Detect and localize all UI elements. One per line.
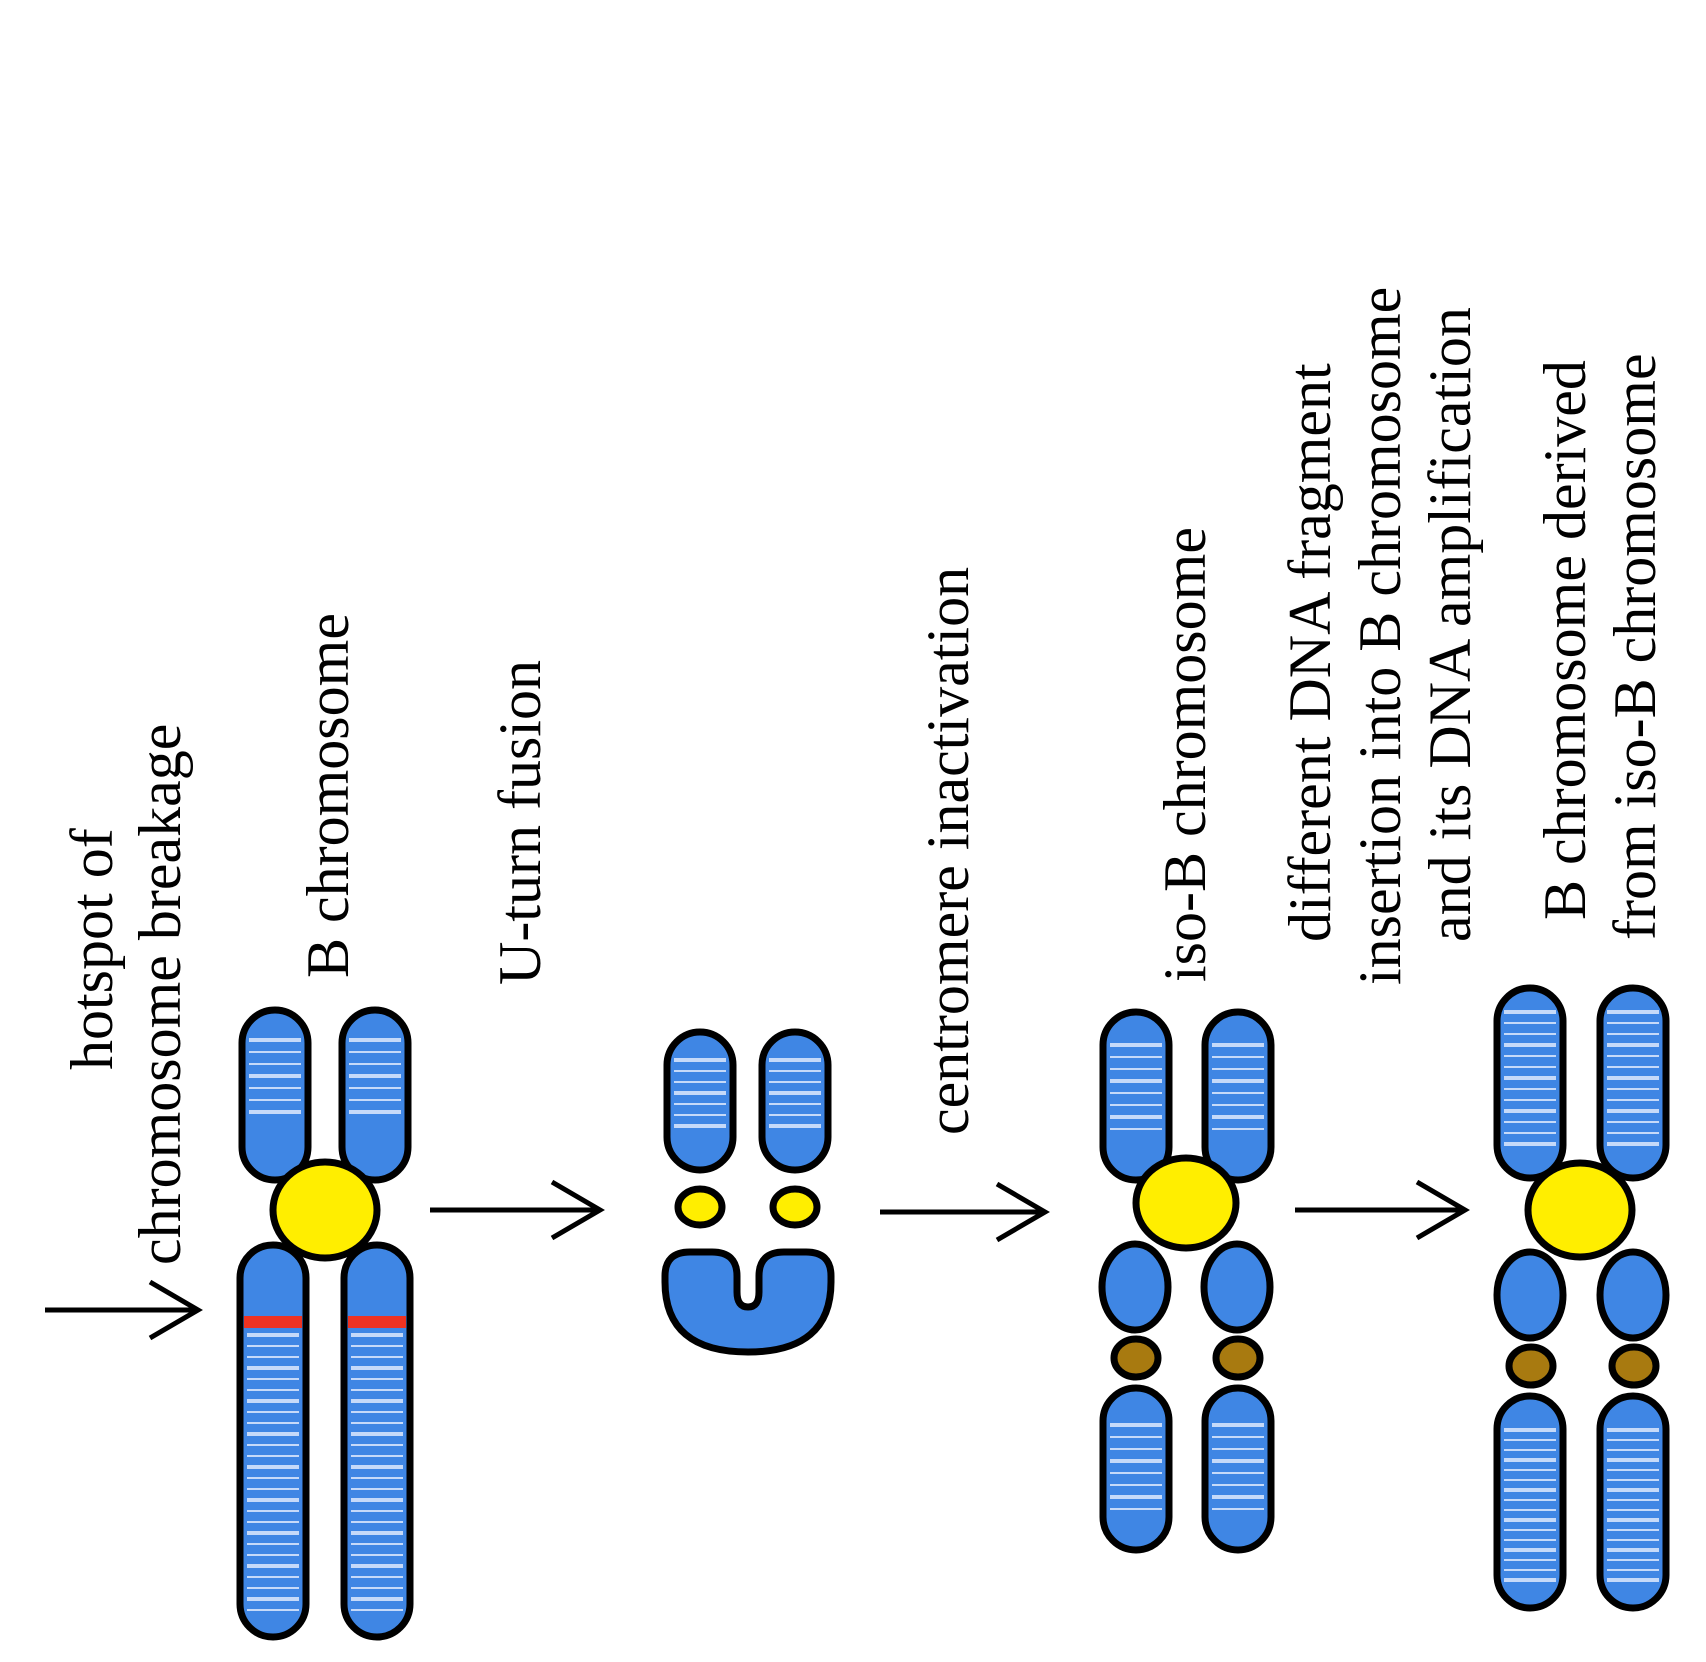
arrow-insertion <box>1295 1179 1470 1241</box>
label-hotspot: hotspot of chromosome breakage <box>59 724 193 1265</box>
derived-long-arm-right <box>1596 1392 1670 1612</box>
b-chromosome-long-arm-right <box>340 1241 414 1641</box>
iso-b-centromere <box>1132 1154 1240 1252</box>
label-iso-b-chromosome: iso-B chromosome <box>1152 527 1218 982</box>
u-turn-centromere-right <box>769 1185 821 1229</box>
b-chromosome <box>236 1006 414 1641</box>
derived-short-arm-left <box>1493 984 1567 1182</box>
iso-b-long-arm-left <box>1099 1384 1173 1554</box>
label-hotspot-line2: chromosome breakage <box>127 724 193 1265</box>
label-derived: B chromosome derived from iso-B chromoso… <box>1532 353 1668 940</box>
label-insertion-line3: and its DNA amplification <box>1417 307 1483 942</box>
label-derived-line2: from iso-B chromosome <box>1602 353 1668 940</box>
iso-b-segment-right <box>1200 1240 1274 1334</box>
iso-b-long-arm-right <box>1201 1384 1275 1554</box>
b-chromosome-centromere <box>269 1158 381 1262</box>
iso-b-short-arm-right <box>1201 1008 1275 1184</box>
label-derived-line1: B chromosome derived <box>1532 360 1598 920</box>
u-turn-fused-arm <box>661 1248 835 1356</box>
arrow-hotspot <box>45 1279 203 1341</box>
iso-b-segment-left <box>1098 1240 1172 1334</box>
derived-segment-left <box>1493 1248 1567 1342</box>
derived-b-chromosome <box>1493 984 1670 1612</box>
u-turn-chromosome <box>661 1028 835 1356</box>
label-centromere-inactivation: centromere inactivation <box>915 567 981 1135</box>
label-insertion: different DNA fragment insertion into B … <box>1277 287 1483 985</box>
label-u-turn-fusion: U-turn fusion <box>487 660 553 985</box>
b-chromosome-long-arm-left <box>236 1241 310 1641</box>
label-insertion-line2: insertion into B chromosome <box>1347 287 1413 985</box>
arrow-u-turn <box>430 1179 605 1241</box>
iso-b-inactive-centromere-right <box>1212 1335 1264 1381</box>
iso-b-short-arm-left <box>1099 1008 1173 1184</box>
iso-b-chromosome <box>1098 1008 1275 1554</box>
derived-inactive-centromere-left <box>1505 1343 1557 1389</box>
u-turn-centromere-left <box>674 1185 726 1229</box>
derived-centromere <box>1524 1159 1636 1261</box>
iso-b-inactive-centromere-left <box>1110 1335 1162 1381</box>
derived-segment-right <box>1596 1248 1670 1342</box>
derived-inactive-centromere-right <box>1608 1343 1660 1389</box>
derived-short-arm-right <box>1596 984 1670 1182</box>
u-turn-short-arm-right <box>758 1028 832 1174</box>
b-chromosome-short-arm-left <box>238 1006 312 1184</box>
label-hotspot-line1: hotspot of <box>59 828 125 1070</box>
label-b-chromosome: B chromosome <box>295 613 361 978</box>
hotspot-band-left <box>244 1316 302 1328</box>
u-turn-short-arm-left <box>663 1028 737 1174</box>
derived-long-arm-left <box>1493 1392 1567 1612</box>
label-insertion-line1: different DNA fragment <box>1277 363 1343 942</box>
hotspot-band-right <box>348 1316 406 1328</box>
arrow-centromere-inactivation <box>880 1181 1050 1243</box>
b-chromosome-short-arm-right <box>338 1006 412 1184</box>
